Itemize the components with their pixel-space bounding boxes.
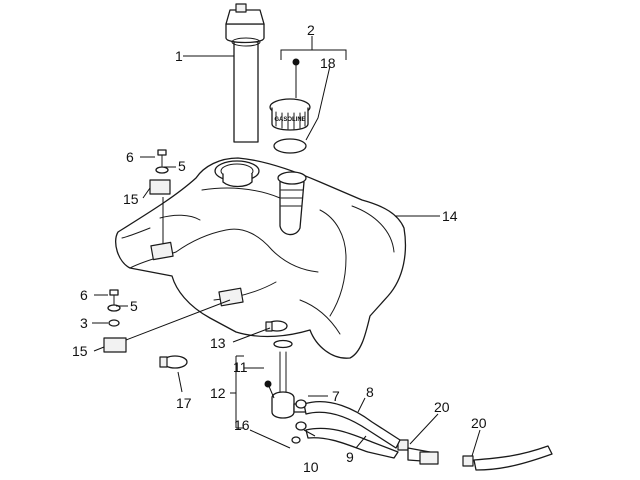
callout-10: 10 bbox=[303, 459, 319, 475]
callout-12: 12 bbox=[210, 385, 226, 401]
callout-5-upper: 5 bbox=[178, 158, 186, 174]
hose-clamps bbox=[159, 320, 474, 467]
callout-1: 1 bbox=[175, 48, 183, 64]
leader-lines bbox=[92, 36, 481, 457]
lower-screw-set bbox=[103, 289, 127, 353]
upper-screw-set bbox=[149, 149, 171, 195]
callout-15-lower: 15 bbox=[72, 343, 88, 359]
callout-14: 14 bbox=[442, 208, 458, 224]
callout-8: 8 bbox=[366, 384, 374, 400]
fuel-cap: GASOLINE bbox=[269, 98, 311, 131]
callout-11: 11 bbox=[233, 359, 248, 375]
fuel-hoses bbox=[295, 399, 553, 471]
callout-15-upper: 15 bbox=[123, 191, 139, 207]
callout-20-left: 20 bbox=[434, 399, 450, 415]
callout-5-lower: 5 bbox=[130, 298, 138, 314]
callout-6-upper: 6 bbox=[126, 149, 134, 165]
callout-17: 17 bbox=[176, 395, 192, 411]
callout-labels: 1 2 18 6 5 15 14 6 5 3 15 13 11 12 17 16… bbox=[72, 22, 487, 475]
callout-9: 9 bbox=[346, 449, 354, 465]
callout-7: 7 bbox=[332, 388, 340, 404]
callout-3: 3 bbox=[80, 315, 88, 331]
fuel-tank bbox=[115, 157, 407, 359]
cap-gasket-ring bbox=[273, 138, 307, 154]
callout-18: 18 bbox=[320, 55, 336, 71]
callout-2: 2 bbox=[307, 22, 315, 38]
callout-6-lower: 6 bbox=[80, 287, 88, 303]
cap-gasoline-text: GASOLINE bbox=[274, 117, 305, 123]
fuel-level-sender bbox=[225, 3, 265, 143]
fuel-tap bbox=[271, 339, 307, 444]
callout-13: 13 bbox=[210, 335, 226, 351]
callout-20-right: 20 bbox=[471, 415, 487, 431]
callout-16: 16 bbox=[234, 417, 250, 433]
